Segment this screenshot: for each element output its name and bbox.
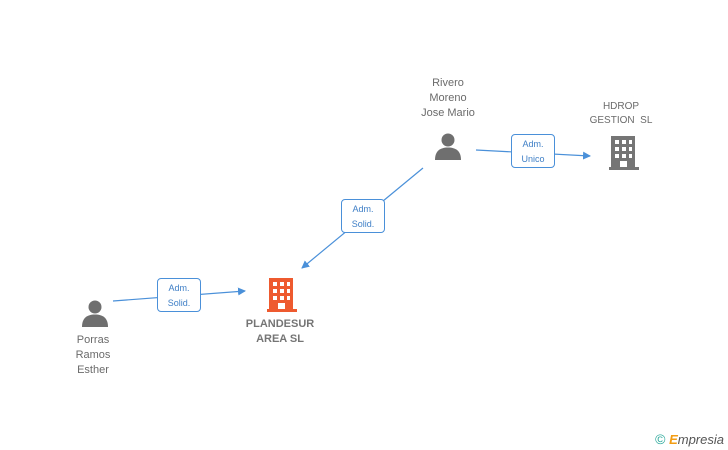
- role-line: Adm.: [168, 283, 190, 293]
- company-name-line: PLANDESUR: [245, 318, 315, 330]
- brand-logo-text: mpresia: [677, 432, 724, 447]
- role-badge-porras-plandesur[interactable]: Adm. Solid.: [157, 278, 201, 312]
- role-line: Adm.: [522, 139, 544, 149]
- role-line: Solid.: [351, 219, 375, 229]
- role-badge-rivero-hdrop[interactable]: Adm. Unico: [511, 134, 555, 168]
- role-badge-rivero-plandesur[interactable]: Adm. Solid.: [341, 199, 385, 233]
- person-name-line: Rivero: [432, 77, 464, 89]
- role-line: Unico: [521, 154, 545, 164]
- role-line: Adm.: [352, 204, 374, 214]
- company-name-line: HDROP: [602, 101, 640, 112]
- person-name-line: Ramos: [75, 349, 111, 361]
- person-name-line: Esther: [77, 364, 109, 376]
- brand-logo-initial: E: [669, 432, 678, 447]
- person-icon-porras[interactable]: [82, 300, 108, 328]
- empresia-watermark[interactable]: © Empresia: [655, 431, 724, 447]
- person-label-rivero[interactable]: Rivero Moreno Jose Mario: [404, 76, 492, 121]
- person-name-line: Porras: [76, 334, 110, 346]
- person-name-line: Moreno: [429, 92, 467, 104]
- company-label-plandesur[interactable]: PLANDESUR AREA SL: [232, 317, 328, 347]
- company-label-hdrop[interactable]: HDROP GESTION SL: [574, 100, 668, 128]
- person-name-line: Jose Mario: [421, 107, 475, 119]
- building-icon-hdrop[interactable]: [609, 136, 639, 170]
- person-icon-rivero[interactable]: [435, 133, 461, 161]
- role-line: Solid.: [167, 298, 191, 308]
- building-icon-plandesur[interactable]: [267, 278, 297, 312]
- company-name-line: AREA SL: [256, 333, 304, 345]
- copyright-symbol: ©: [655, 431, 666, 447]
- company-name-line: GESTION SL: [589, 115, 653, 126]
- person-label-porras[interactable]: Porras Ramos Esther: [54, 333, 132, 378]
